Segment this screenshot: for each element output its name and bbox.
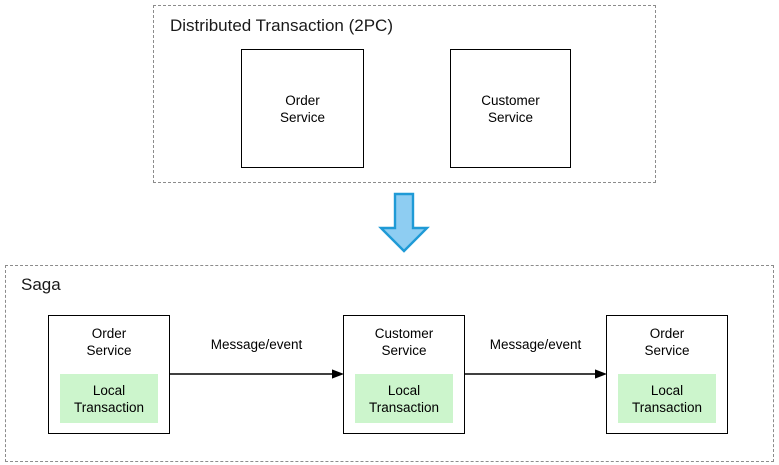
saga-step-service-label: Order Service bbox=[644, 326, 690, 358]
group-title-saga: Saga bbox=[21, 275, 61, 294]
saga-step-service-label: Order Service bbox=[86, 326, 132, 358]
group-distributed-transaction bbox=[153, 5, 656, 183]
local-transaction-label: Local Transaction bbox=[631, 382, 703, 415]
down-arrow-icon bbox=[378, 192, 430, 254]
saga-step-service-label: Customer Service bbox=[374, 326, 434, 358]
service-box-order-service-2pc[interactable]: Order Service bbox=[241, 49, 364, 168]
service-label: Order Service bbox=[279, 92, 325, 125]
service-label: Customer Service bbox=[481, 92, 540, 125]
local-transaction-block: Local Transaction bbox=[618, 374, 716, 423]
saga-step-order-service-2[interactable]: Order Service Local Transaction bbox=[606, 315, 728, 434]
local-transaction-block: Local Transaction bbox=[355, 374, 453, 423]
local-transaction-label: Local Transaction bbox=[368, 382, 440, 415]
local-transaction-block: Local Transaction bbox=[60, 374, 158, 423]
local-transaction-label: Local Transaction bbox=[73, 382, 145, 415]
saga-step-customer-service[interactable]: Customer Service Local Transaction bbox=[343, 315, 465, 434]
group-title-distributed-transaction: Distributed Transaction (2PC) bbox=[170, 16, 393, 35]
connector-label-message-event-1: Message/event bbox=[210, 337, 303, 352]
service-box-customer-service-2pc[interactable]: Customer Service bbox=[450, 49, 571, 168]
group-saga bbox=[5, 265, 774, 462]
connector-label-message-event-2: Message/event bbox=[489, 337, 582, 352]
saga-step-order-service-1[interactable]: Order Service Local Transaction bbox=[48, 315, 170, 434]
